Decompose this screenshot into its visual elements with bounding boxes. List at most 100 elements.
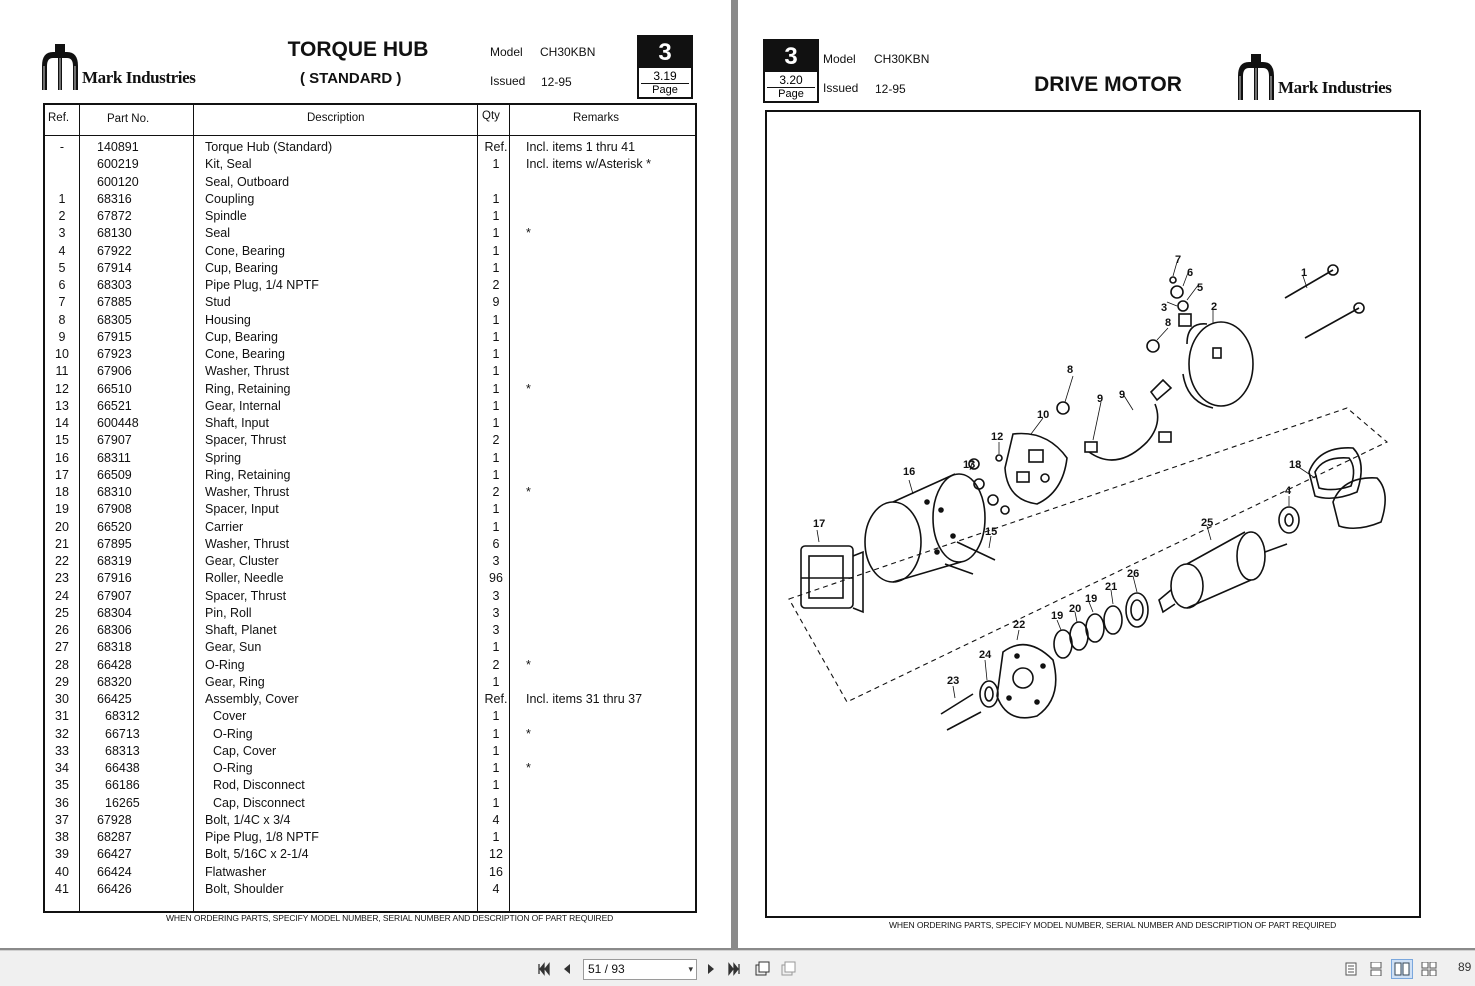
part-number-cell: 66510 [97, 381, 132, 396]
ref-cell: 35 [55, 778, 69, 793]
ref-cell: 33 [55, 743, 69, 758]
callout-13: 13 [963, 459, 975, 471]
header-qty: Qty [482, 110, 500, 122]
page-subtitle: ( STANDARD ) [300, 70, 402, 87]
issued-label: Issued [490, 74, 526, 88]
callout-20: 20 [1069, 603, 1081, 615]
part-number-cell: 68305 [97, 312, 132, 327]
part-number-cell: 67915 [97, 329, 132, 344]
description-cell: Rod, Disconnect [213, 778, 305, 793]
part-2-end-cap [1182, 321, 1254, 409]
callout-16: 16 [903, 466, 915, 478]
qty-cell: 2 [492, 657, 500, 672]
ref-cell: 30 [55, 692, 69, 706]
description-cell: Carrier [205, 519, 244, 534]
zoom-level[interactable]: 89 [1458, 960, 1472, 974]
part-number-cell: 68303 [97, 278, 132, 292]
remarks-cell: * [526, 726, 531, 741]
last-page-icon[interactable] [724, 959, 744, 979]
description-cell: Bolt, 1/4C x 3/4 [205, 812, 291, 827]
ordering-footnote: WHEN ORDERING PARTS, SPECIFY MODEL NUMBE… [166, 913, 614, 923]
callout-1: 1 [1301, 267, 1307, 279]
qty-cell: 3 [492, 605, 500, 620]
two-page-view-icon[interactable] [1391, 959, 1413, 979]
single-page-view-icon[interactable] [1340, 959, 1362, 979]
description-cell: Gear, Sun [205, 640, 262, 655]
qty-cell: 1 [492, 761, 500, 775]
description-cell: Spindle [205, 209, 247, 223]
first-page-icon[interactable] [534, 959, 554, 979]
page-label: Page [641, 83, 689, 97]
part-18-field-coils [1308, 447, 1386, 530]
prev-page-icon[interactable] [557, 959, 577, 979]
description-cell: O-Ring [213, 761, 253, 775]
ref-cell: 32 [55, 726, 69, 741]
qty-cell: 4 [492, 881, 500, 896]
callout-22: 22 [1013, 619, 1025, 631]
qty-cell: 4 [492, 812, 500, 827]
continuous-view-icon[interactable] [1365, 959, 1387, 979]
qty-cell: 1 [492, 157, 500, 172]
model-label: Model [490, 45, 523, 59]
callout-15: 15 [985, 526, 997, 538]
ref-cell: 5 [58, 260, 66, 275]
part-number-cell: 66424 [97, 864, 132, 879]
ref-cell: 38 [55, 830, 69, 844]
page-number-input[interactable]: 51 / 93 ▾ [583, 959, 697, 980]
ref-cell: 9 [58, 329, 66, 344]
remarks-cell: * [526, 485, 531, 499]
part-number-cell: 66713 [105, 726, 140, 741]
description-cell: Cover [213, 709, 247, 724]
chevron-down-icon[interactable]: ▾ [688, 964, 693, 974]
header-remarks: Remarks [573, 112, 620, 124]
qty-cell: 1 [492, 467, 500, 482]
ref-cell: 4 [58, 243, 66, 258]
qty-cell: 1 [492, 502, 500, 517]
remarks-cell: Incl. items w/Asterisk * [526, 157, 652, 172]
description-cell: Cone, Bearing [205, 347, 285, 361]
part-number-cell: 68130 [97, 226, 132, 241]
description-cell: Kit, Seal [205, 157, 252, 172]
part-number-cell: 68310 [97, 485, 132, 499]
fit-page-icon[interactable] [752, 959, 772, 979]
part-number-cell: 68306 [97, 623, 132, 637]
qty-cell: 16 [489, 864, 503, 879]
two-page-continuous-view-icon[interactable] [1418, 959, 1440, 979]
description-cell: Seal, Outboard [205, 174, 290, 189]
callout-25: 25 [1201, 517, 1213, 529]
description-cell: Cap, Disconnect [213, 795, 305, 810]
issued-label: Issued [823, 81, 859, 95]
ref-cell: 36 [55, 795, 69, 810]
description-cell: Spacer, Thrust [205, 588, 287, 603]
part-17-end-frame [800, 545, 864, 614]
pdf-page-left: Mark Industries TORQUE HUB ( STANDARD ) … [0, 0, 731, 948]
description-cell: Torque Hub (Standard) [205, 140, 333, 154]
part-number-cell: 68312 [105, 709, 140, 724]
ref-cell: 41 [55, 881, 69, 896]
ref-cell: 3 [58, 226, 66, 241]
model-value: CH30KBN [874, 52, 930, 66]
qty-cell: 3 [492, 554, 500, 568]
qty-cell: 6 [492, 536, 500, 551]
page-number-box: 3 3.20 Page [763, 39, 819, 103]
ref-cell: 22 [55, 554, 69, 568]
description-cell: Cap, Cover [213, 743, 277, 758]
next-page-icon[interactable] [701, 959, 721, 979]
remarks-cell: * [526, 761, 531, 775]
qty-cell: 96 [489, 571, 503, 586]
qty-cell: 1 [492, 778, 500, 793]
ref-cell: 8 [58, 312, 66, 327]
part-number-cell: 67923 [97, 347, 132, 361]
fit-width-icon[interactable] [778, 959, 798, 979]
description-cell: Spacer, Thrust [205, 433, 287, 448]
